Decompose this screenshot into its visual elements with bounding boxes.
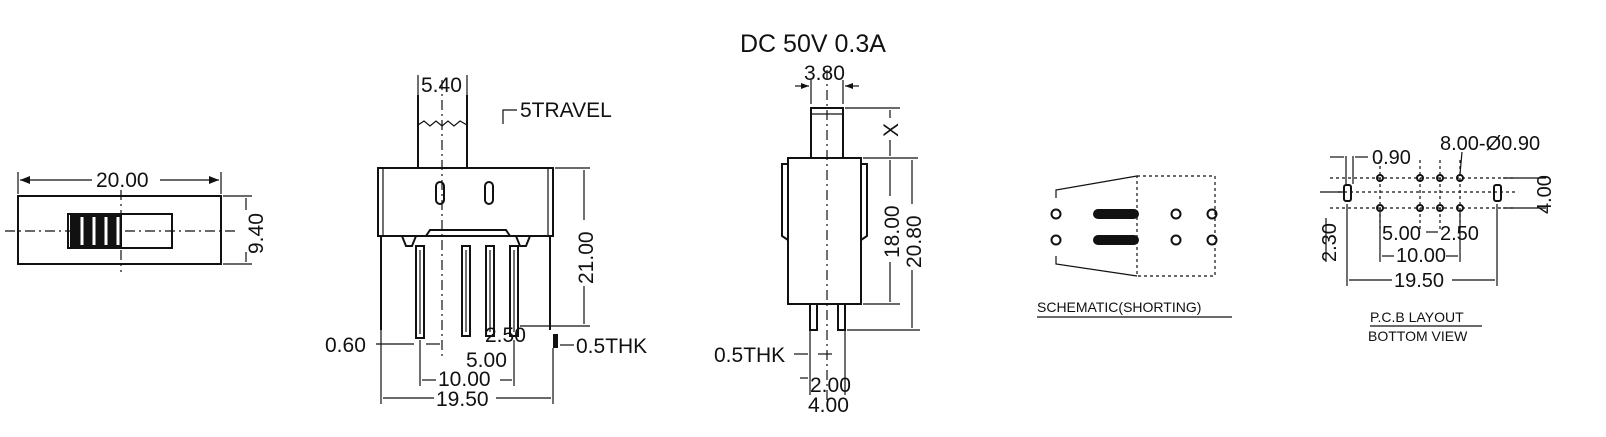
- rating-label: DC 50V 0.3A: [740, 30, 886, 58]
- front-actuator-width-dimension: 5.40: [421, 74, 462, 97]
- pcb-overall-dimension: 19.50: [1394, 270, 1444, 292]
- front-height-dimension: 21.00: [575, 231, 598, 284]
- side-view: 3.80 X 18.00 20.80 0.5THK 2.00 4.00: [714, 62, 926, 417]
- schematic: SCHEMATIC(SHORTING): [1037, 175, 1232, 318]
- pin-width-dimension: 0.60: [325, 334, 366, 357]
- front-overall-dimension: 19.50: [436, 388, 489, 411]
- pcb-hole-spec-label: 8.00-Ø0.90: [1440, 133, 1540, 155]
- side-width-dimension: 4.00: [808, 394, 849, 417]
- side-total-height-dimension: 20.80: [903, 215, 926, 268]
- side-body-height-dimension: 18.00: [881, 205, 904, 258]
- pcb-caption-line1: P.C.B LAYOUT: [1370, 309, 1464, 325]
- front-pitch-5-dimension: 5.00: [466, 349, 507, 372]
- pin-pitch-dimension: 2.50: [485, 324, 526, 347]
- pcb-pad-width-dimension: 0.90: [1372, 147, 1411, 169]
- pcb-layout: 0.90 8.00-Ø0.90 4.00 2.30 5.00 2.50 10.0…: [1319, 133, 1556, 344]
- pcb-caption-line2: BOTTOM VIEW: [1368, 328, 1468, 344]
- front-pin-thickness-label: 0.5THK: [576, 335, 647, 358]
- top-view: 20.00 9.40: [5, 169, 268, 272]
- side-actuator-width-dimension: 3.80: [804, 62, 845, 85]
- pcb-pad-offset-dimension: 2.30: [1319, 223, 1341, 262]
- travel-label: 5TRAVEL: [520, 99, 612, 122]
- top-width-dimension: 20.00: [96, 169, 149, 192]
- front-view: 5.40 5TRAVEL 21.00 0.60 2.50: [325, 74, 647, 411]
- pcb-pitch-5-dimension: 5.00: [1382, 223, 1421, 245]
- front-pitch-10-dimension: 10.00: [438, 368, 491, 391]
- pcb-row-pitch-dimension: 4.00: [1534, 175, 1556, 214]
- side-pin-pitch-dimension: 2.00: [810, 374, 851, 397]
- side-x-label: X: [880, 123, 903, 137]
- pcb-pitch-10-dimension: 10.00: [1396, 245, 1446, 267]
- schematic-caption: SCHEMATIC(SHORTING): [1037, 299, 1201, 315]
- side-pin-thickness-label: 0.5THK: [714, 344, 785, 367]
- top-height-dimension: 9.40: [245, 213, 268, 254]
